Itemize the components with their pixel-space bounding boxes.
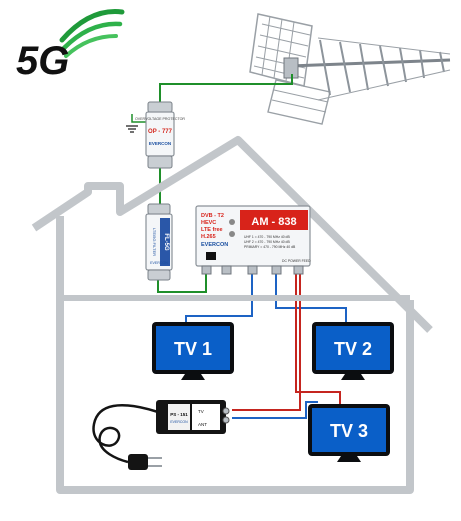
power-supply-brand: EVERCON	[170, 420, 188, 424]
tv-3-label: TV 3	[330, 421, 368, 441]
tv-cables	[185, 272, 347, 406]
tv-1-label: TV 1	[174, 339, 212, 359]
logo-text: 5G	[16, 39, 69, 83]
filter-side-text: LTE/5G FILTER	[152, 228, 157, 256]
amplifier-spec-4: H.265	[201, 234, 216, 240]
filter-brand: EVERCON	[150, 261, 168, 265]
amplifier-dc-label: DC POWER FEED	[282, 259, 311, 263]
power-supply-ant-label: ANT	[198, 422, 207, 427]
amplifier-model: AM - 838	[251, 216, 296, 228]
tv-1: TV 1	[152, 322, 234, 380]
power-cord	[92, 404, 159, 464]
amplifier-brand: EVERCON	[201, 242, 228, 248]
protector-brand: EVERCON	[149, 141, 171, 146]
lte-filter: FL-5G LTE/5G FILTER EVERCON	[145, 203, 173, 281]
plug-icon	[128, 454, 162, 470]
amplifier-gain-3: PRIMARY = 470 - 790 MHz 40 dB	[244, 245, 296, 249]
amplifier-gain-1: UHF 1 = 470 - 790 MHz 40 dB	[244, 235, 290, 239]
amplifier-spec-1: DVB - T2	[201, 213, 224, 219]
amplifier-spec-2: HEVC	[201, 220, 216, 226]
tv-2-label: TV 2	[334, 339, 372, 359]
gain-knob-2	[229, 231, 235, 237]
tv-2: TV 2	[312, 322, 394, 380]
power-supply-model: PS - 151	[170, 412, 188, 417]
tv-3: TV 3	[308, 404, 390, 462]
protector-model: OP - 777	[148, 129, 173, 135]
ce-mark	[206, 252, 216, 260]
amplifier-am-838: AM - 838 DVB - T2 HEVC LTE free H.265 EV…	[195, 205, 311, 275]
overvoltage-protector: OVERVOLTAGE PROTECTOR OP - 777 EVERCON	[135, 101, 185, 169]
protector-label: OVERVOLTAGE PROTECTOR	[135, 117, 185, 121]
5g-logo: 5G	[16, 9, 125, 83]
amplifier-spec-3: LTE free	[201, 227, 223, 233]
power-cables	[232, 272, 318, 419]
power-supply: PS - 151 EVERCON TV ANT	[156, 400, 230, 434]
ground-wire	[126, 114, 146, 133]
antenna-icon	[249, 13, 451, 125]
power-supply-tv-label: TV	[198, 409, 204, 414]
gain-knob-1	[229, 219, 235, 225]
house-outline	[31, 136, 433, 494]
filter-model: FL-5G	[163, 233, 169, 251]
amplifier-gain-2: UHF 2 = 470 - 790 MHz 40 dB	[244, 240, 290, 244]
